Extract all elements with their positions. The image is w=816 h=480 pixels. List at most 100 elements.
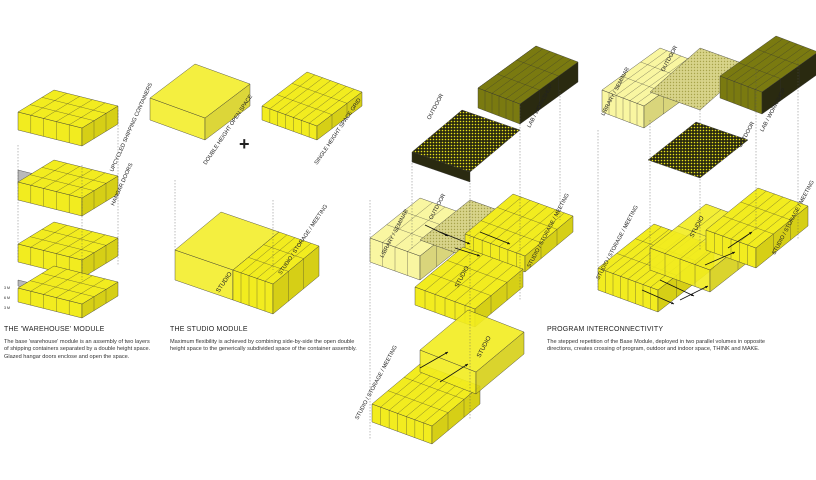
outdoor-dotted-roof-r xyxy=(647,121,749,179)
circulation-arrowhead xyxy=(705,286,708,289)
grid-line xyxy=(41,167,107,184)
grid-line xyxy=(256,240,304,279)
program-desc-line: The stepped repetition of the Base Modul… xyxy=(547,339,765,345)
grid-line xyxy=(389,370,438,411)
warehouse-desc-line: Glazed hangar doors enclose and open the… xyxy=(4,353,130,360)
grid-line xyxy=(497,73,540,91)
grid-line xyxy=(491,51,551,94)
grid-line xyxy=(473,197,522,238)
grid-line xyxy=(30,93,67,116)
grid-line xyxy=(733,41,791,82)
circulation-arrow xyxy=(479,231,511,245)
warehouse-desc-line: The base 'warehouse' module is an assemb… xyxy=(4,339,150,345)
circulation-arrow xyxy=(439,231,471,245)
circulation-arrowhead xyxy=(465,364,468,367)
grid-line xyxy=(738,62,781,79)
grid-line xyxy=(605,226,662,271)
grid-line xyxy=(480,220,542,243)
grid-line xyxy=(248,257,289,272)
grid-line xyxy=(240,234,288,273)
studio-desc-line: Maximum flexibility is achieved by combi… xyxy=(170,339,355,345)
grid-line xyxy=(69,102,106,125)
warehouse-desc-line: of shipping containers separated by a do… xyxy=(4,346,151,353)
grid-line xyxy=(277,77,323,112)
circulation-arrow xyxy=(679,285,709,301)
grid-line xyxy=(464,265,514,306)
circulation-arrow xyxy=(641,289,675,305)
grid-line xyxy=(69,172,106,195)
grid-line xyxy=(29,174,95,191)
circulation-arrow xyxy=(727,231,753,249)
grid-line xyxy=(723,215,774,235)
studio-desc-line: height space to the generically subdivid… xyxy=(170,346,357,353)
warehouse-title: THE 'WAREHOUSE' MODULE xyxy=(4,326,105,333)
grid-line xyxy=(41,273,107,290)
grid-line xyxy=(615,53,675,96)
grid-line xyxy=(43,96,80,119)
grid-line xyxy=(293,83,339,118)
grid-line xyxy=(608,50,668,93)
grid-line xyxy=(516,212,565,253)
grid-line xyxy=(387,390,449,413)
grid-line xyxy=(722,193,775,237)
grid-line xyxy=(56,275,93,298)
outdoor-volume-side xyxy=(411,151,471,183)
double-height-open-space xyxy=(149,63,251,119)
grid-line xyxy=(423,382,472,423)
grid-line xyxy=(622,55,682,99)
grid-line xyxy=(380,367,429,408)
label-outdoor-top: OUTDOOR xyxy=(426,93,445,121)
grid-line xyxy=(490,203,539,244)
circulation-arrow xyxy=(454,247,481,257)
grid-line xyxy=(248,237,296,276)
studio-slab-bottom xyxy=(419,309,525,373)
program-title: PROGRAM INTERCONNECTIVITY xyxy=(547,326,664,333)
grid-line xyxy=(414,379,463,420)
circulation-arrowhead xyxy=(691,293,694,296)
grid-line xyxy=(757,49,800,66)
grid-line xyxy=(309,89,355,124)
grid-line xyxy=(444,257,494,299)
grid-line xyxy=(484,48,544,91)
grid-line xyxy=(29,280,95,297)
grid-line xyxy=(56,99,93,122)
grid-line xyxy=(482,200,531,241)
program-desc-line: directions, creates crossing of program,… xyxy=(547,346,760,353)
circulation-arrow xyxy=(424,224,449,237)
dim-label-3: 3 M xyxy=(4,306,10,310)
grid-line xyxy=(434,254,484,295)
grid-line xyxy=(730,196,784,240)
grid-line xyxy=(629,58,689,101)
grid-line xyxy=(382,202,433,243)
grid-line xyxy=(43,166,80,189)
circulation-arrowhead xyxy=(477,253,480,257)
circulation-arrow xyxy=(419,351,449,369)
grid-line xyxy=(496,207,558,230)
label-upcycled-containers: UPCYCLED SHIPPING CONTAINERS xyxy=(109,82,154,173)
grid-line xyxy=(56,231,93,254)
grid-line xyxy=(446,260,508,283)
dim-label-2: 6 M xyxy=(4,296,10,300)
plus-sign: + xyxy=(239,134,250,154)
grid-line xyxy=(29,236,95,253)
grid-line xyxy=(394,206,446,248)
grid-line xyxy=(498,53,558,97)
grid-line xyxy=(747,202,800,246)
grid-line xyxy=(747,46,805,87)
grid-line xyxy=(505,56,565,99)
grid-line xyxy=(30,269,67,292)
circulation-arrow xyxy=(659,279,695,297)
grid-line xyxy=(403,377,465,400)
grid-line xyxy=(612,229,670,274)
grid-line xyxy=(430,273,492,296)
grid-line xyxy=(43,272,80,295)
grid-line xyxy=(516,59,559,77)
label-outdoor-r-mid: OUTDOOR xyxy=(737,121,756,149)
grid-line xyxy=(512,59,572,102)
studio-description: Maximum flexibility is achieved by combi… xyxy=(170,339,385,354)
grid-line xyxy=(263,244,304,259)
program-description: The stepped repetition of the Base Modul… xyxy=(547,339,812,354)
grid-line xyxy=(740,201,791,221)
circulation-arrow xyxy=(439,363,469,383)
circulation-arrow xyxy=(704,251,736,266)
